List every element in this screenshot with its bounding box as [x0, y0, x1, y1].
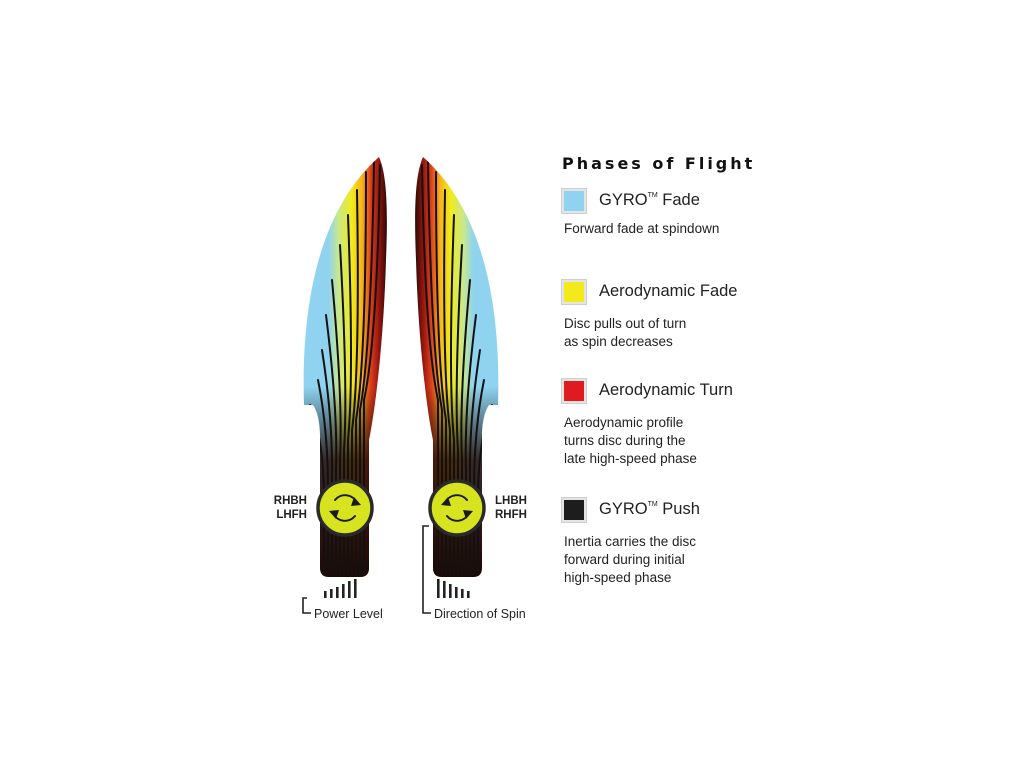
flight-line — [351, 189, 359, 576]
flight-line — [464, 314, 477, 576]
flight-line — [427, 161, 443, 576]
flight-line — [460, 279, 471, 576]
left-badge-line2: LHFH — [276, 509, 307, 521]
flight-line — [363, 164, 381, 576]
trademark-mark: TM — [647, 501, 658, 508]
flight-line — [443, 189, 451, 576]
phase-description: Disc pulls out of turn as spin decreases — [564, 316, 687, 349]
flight-line — [321, 349, 334, 576]
right-badge-line1: LHBH — [495, 495, 527, 507]
flight-line — [450, 214, 455, 576]
flight-line — [331, 279, 342, 576]
flight-line — [468, 349, 481, 576]
legend-title: Phases of Flight — [562, 154, 756, 173]
flight-line — [455, 244, 463, 576]
flight-line — [347, 214, 352, 576]
power-level-bars-icon — [324, 579, 357, 598]
power-level-label: Power Level — [314, 607, 383, 621]
phase-name: GYROTM Push — [599, 500, 700, 518]
flight-line — [355, 171, 367, 576]
flight-line — [325, 314, 338, 576]
aerodynamic-turn-swatch — [562, 379, 586, 403]
phase-name: Aerodynamic Turn — [599, 381, 733, 399]
flight-line — [339, 244, 347, 576]
phase-description: Forward fade at spindown — [564, 221, 720, 236]
phase-description: Inertia carries the disc forward during … — [564, 534, 697, 585]
right-badge-line2: RHFH — [495, 509, 527, 521]
gyro-push-swatch — [562, 498, 586, 522]
aerodynamic-fade-swatch — [562, 280, 586, 304]
phase-description: Aerodynamic profile turns disc during th… — [564, 415, 697, 466]
phase-name: Aerodynamic Fade — [599, 282, 738, 300]
trademark-mark: TM — [647, 192, 658, 199]
direction-of-spin-bracket — [422, 525, 431, 614]
left-spin-badge — [316, 479, 374, 537]
left-badge-line1: RHBH — [274, 495, 307, 507]
gyro-fade-swatch — [562, 189, 586, 213]
direction-bars-icon — [437, 579, 470, 598]
power-level-bracket — [302, 597, 311, 614]
right-flight-lines — [421, 161, 493, 576]
direction-of-spin-label: Direction of Spin — [434, 607, 526, 621]
flight-line — [435, 171, 447, 576]
flight-line — [359, 161, 375, 576]
right-spin-badge — [428, 479, 486, 537]
phase-name: GYROTM Fade — [599, 191, 700, 209]
flight-line — [421, 164, 439, 576]
